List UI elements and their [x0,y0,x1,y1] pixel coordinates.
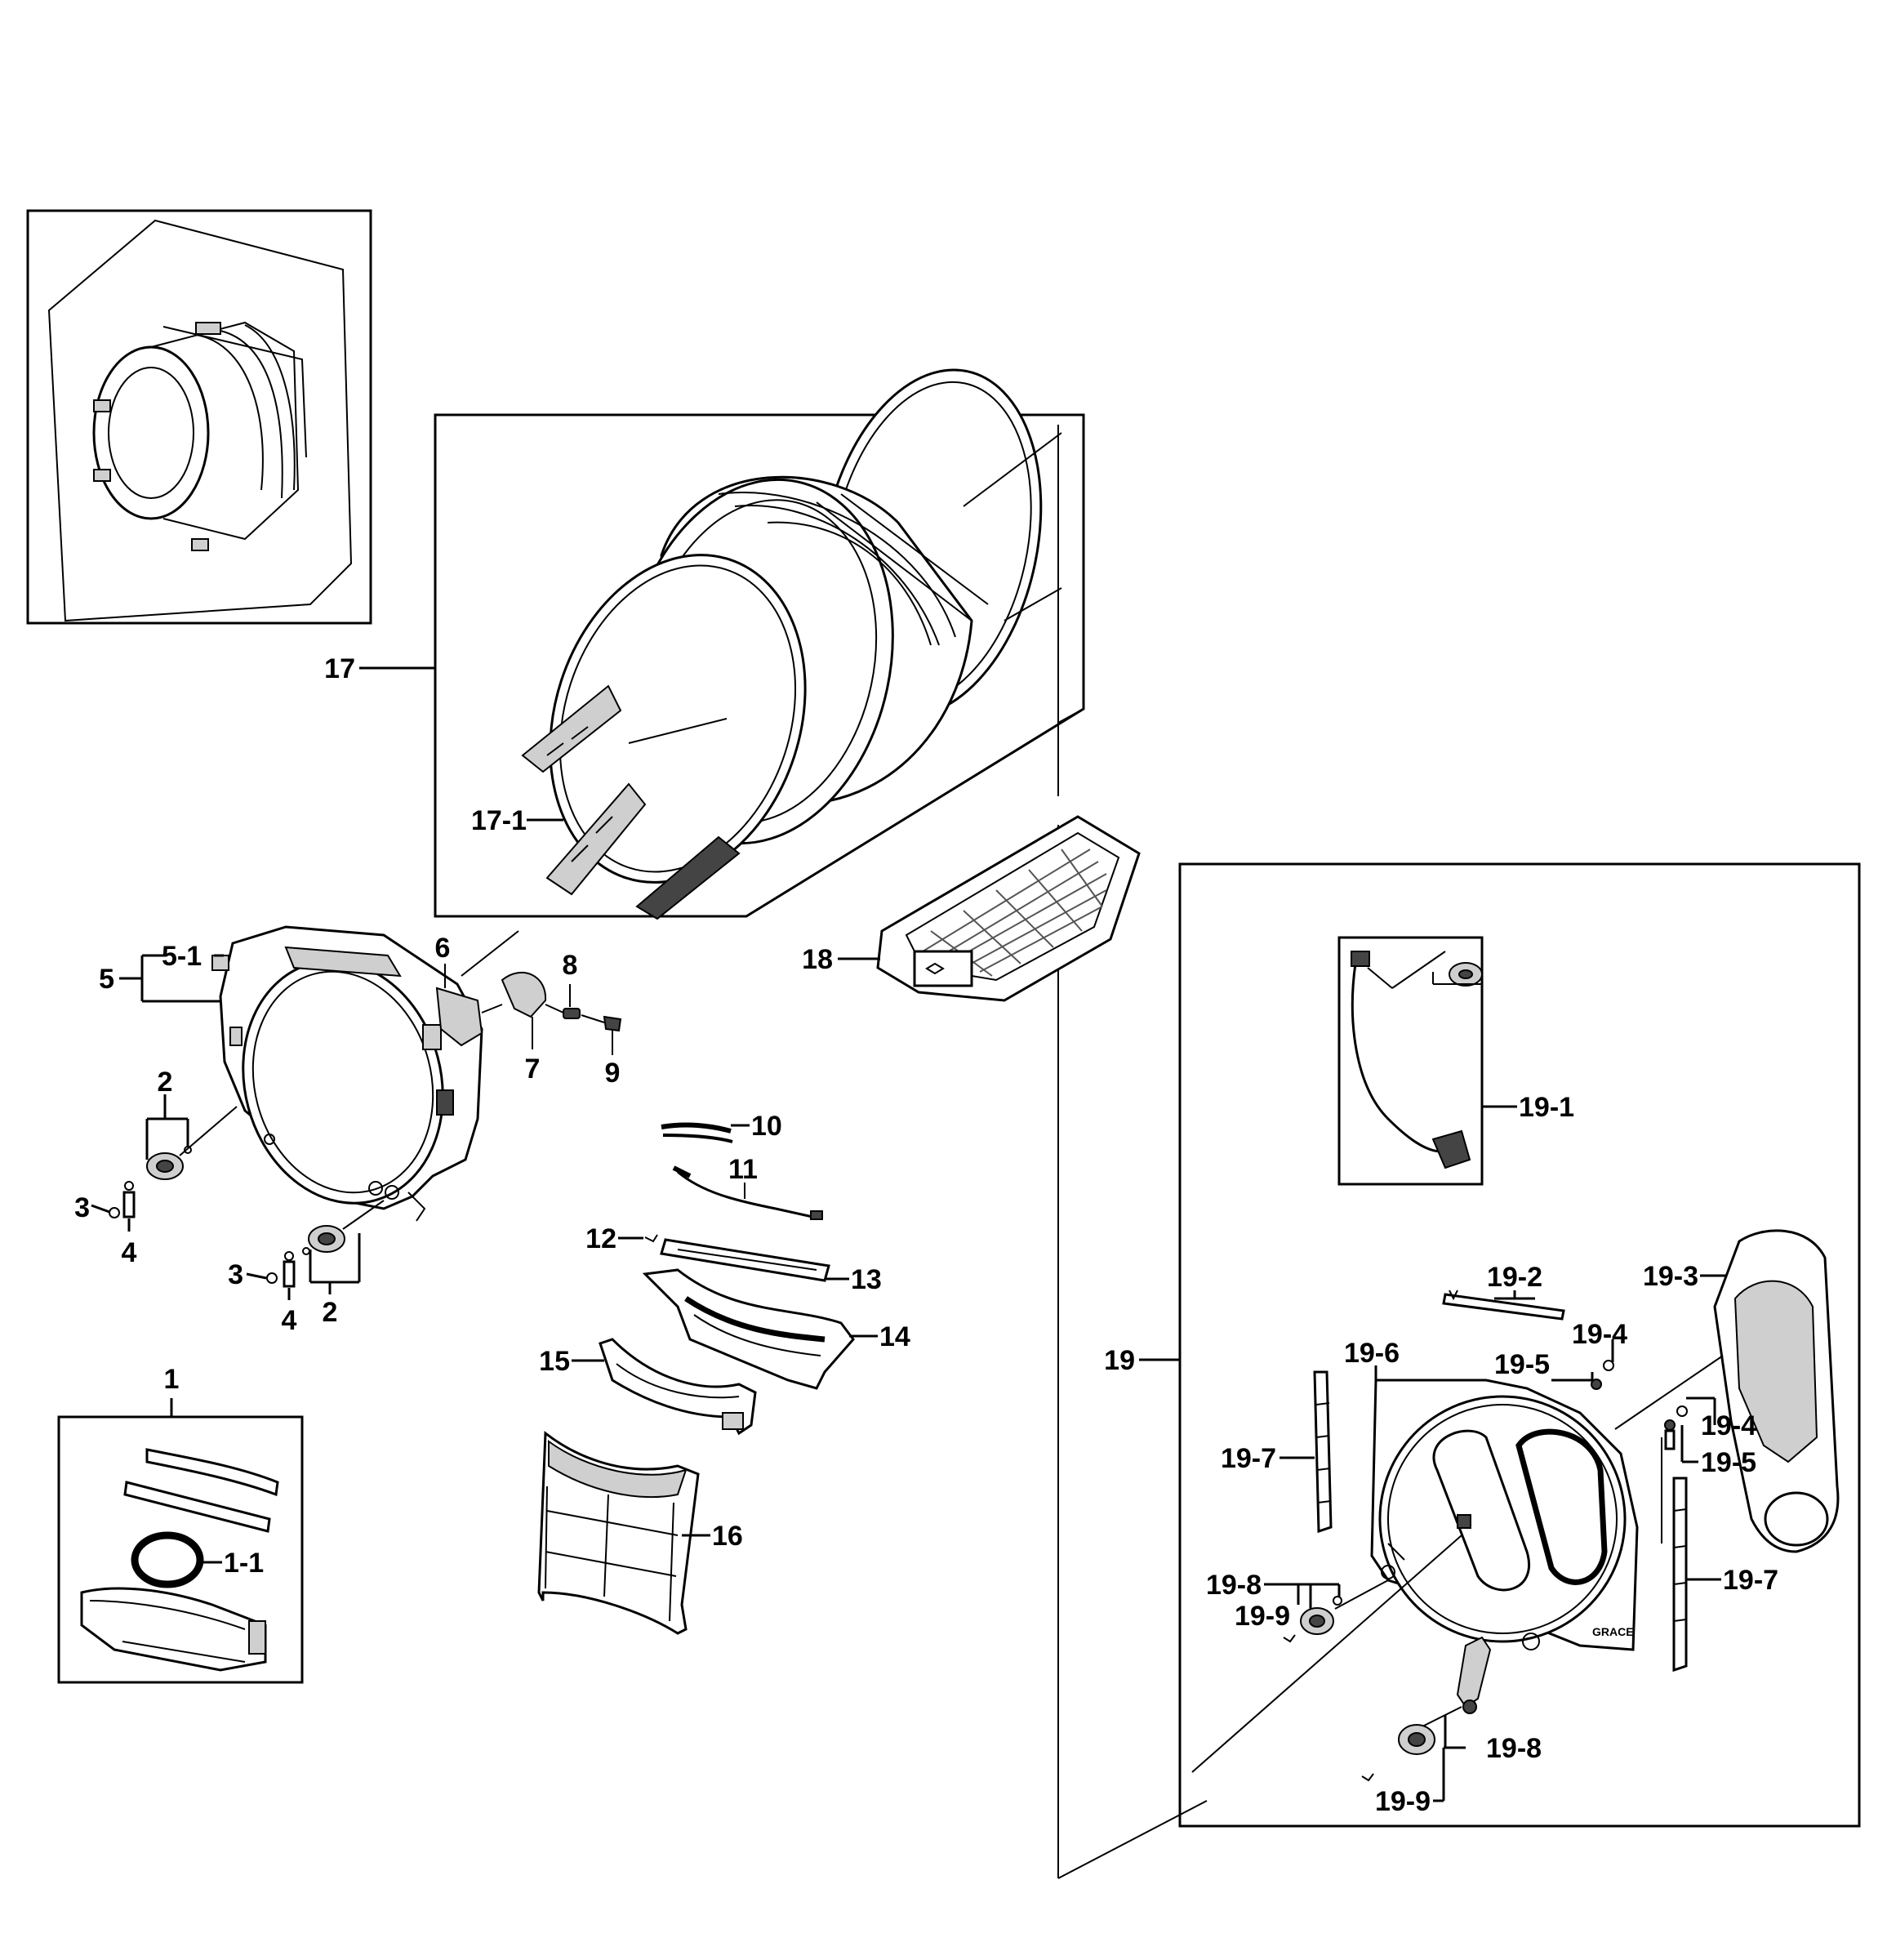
part-9-clip [581,1014,622,1055]
label-13: 13 [851,1264,882,1295]
label-5-1: 5-1 [162,941,202,972]
box-17 [434,368,1085,920]
duct-strip-upper [145,1448,279,1497]
leader-5 [119,954,224,1003]
part-19-7-right-strip [1661,1437,1688,1673]
part-11-harness [672,1165,823,1220]
part-10-wire [661,1122,733,1143]
label-19-3: 19-3 [1643,1261,1698,1292]
box-19 [1178,862,1861,1828]
drum-lifter-bottom [635,835,741,920]
label-19-4-upper: 19-4 [1572,1319,1627,1350]
roller-19-8-19-9-bottom [1361,1724,1435,1782]
duct-strip-lower [123,1481,271,1533]
leader-19-4-19-5-right [1680,1396,1716,1463]
leader-19-8-19-9-left [1264,1583,1341,1609]
part-12-clip [644,1234,658,1243]
part-8-screw [545,984,581,1019]
part-6-hinge [435,964,483,1047]
label-19-8-bottom: 19-8 [1486,1733,1542,1764]
part-19-bottom-bracket [1191,1535,1492,1773]
label-1: 1 [164,1364,180,1395]
label-4-upper: 4 [122,1237,137,1268]
label-2-lower: 2 [323,1297,338,1328]
fasteners-19-4-19-5-upper [1591,1360,1614,1390]
label-19: 19 [1104,1345,1135,1376]
leader-2b [309,1233,361,1294]
label-19-4-right: 19-4 [1701,1410,1756,1441]
part-19-2-bracket [1442,1290,1565,1321]
label-18: 18 [802,944,833,975]
overview-drum-assembly [92,321,307,551]
label-19-7-left: 19-7 [1221,1443,1276,1474]
emblem-text: GRACE [1592,1625,1634,1638]
box-19-1 [1337,936,1484,1186]
leader-19-2 [1494,1290,1535,1300]
roller-group-a [109,1106,238,1218]
duct-seal-ring [131,1531,204,1588]
roller-19-8-19-9-left [1283,1579,1389,1643]
label-14: 14 [879,1321,910,1352]
label-19-6: 19-6 [1344,1338,1400,1369]
fasteners-19-4-19-5-right [1664,1405,1688,1450]
label-8: 8 [563,950,578,981]
drum-lifter-top [521,684,622,773]
part-5-front-panel [211,925,483,1222]
part-5-1-bracket [211,955,229,971]
box-1 [57,1415,304,1684]
label-19-9-bottom: 19-9 [1375,1786,1431,1817]
leader-2a [145,1094,189,1160]
label-16: 16 [712,1521,743,1552]
part-19-6-rear-panel: GRACE [1370,1379,1639,1651]
part-19-3-duct-cover [1614,1229,1840,1553]
part-19-1-thermostat-harness [1351,951,1483,1169]
part-18-filter-housing [876,815,1141,1002]
label-19-1: 19-1 [1519,1092,1574,1123]
label-3-lower: 3 [228,1259,243,1290]
label-2-upper: 2 [158,1067,173,1098]
label-1-1: 1-1 [224,1548,264,1579]
label-11: 11 [728,1154,758,1185]
label-15: 15 [539,1346,570,1377]
label-19-5-upper: 19-5 [1494,1349,1550,1380]
label-6: 6 [435,933,451,964]
leader-19-4-19-5-upper [1551,1339,1614,1382]
label-9: 9 [605,1058,621,1089]
label-12: 12 [585,1223,616,1254]
part-14-filter-frame [642,1268,855,1390]
label-10: 10 [751,1111,782,1142]
part-16-lint-filter [537,1431,700,1635]
drum-lifter-middle [545,782,647,896]
duct-body [80,1587,267,1672]
part-15-filter-guide [599,1338,757,1436]
part-19-7-left-strip [1313,1370,1333,1534]
label-5: 5 [99,964,114,995]
label-19-5-right: 19-5 [1701,1447,1756,1478]
part-13-sensor-bar [660,1238,830,1282]
label-19-9-left: 19-9 [1235,1601,1290,1632]
label-3-upper: 3 [74,1192,90,1223]
leader-19-8-19-9-bottom [1433,1715,1466,1802]
label-17: 17 [324,653,355,684]
roller-group-b [266,1200,385,1288]
label-19-2: 19-2 [1487,1262,1542,1293]
label-7: 7 [525,1054,541,1085]
label-19-8-left: 19-8 [1206,1570,1262,1601]
label-19-7-right: 19-7 [1723,1565,1778,1596]
label-4-lower: 4 [282,1305,297,1336]
part-7-latch [481,971,547,1049]
label-17-1: 17-1 [471,805,527,836]
overview-box [26,209,372,625]
